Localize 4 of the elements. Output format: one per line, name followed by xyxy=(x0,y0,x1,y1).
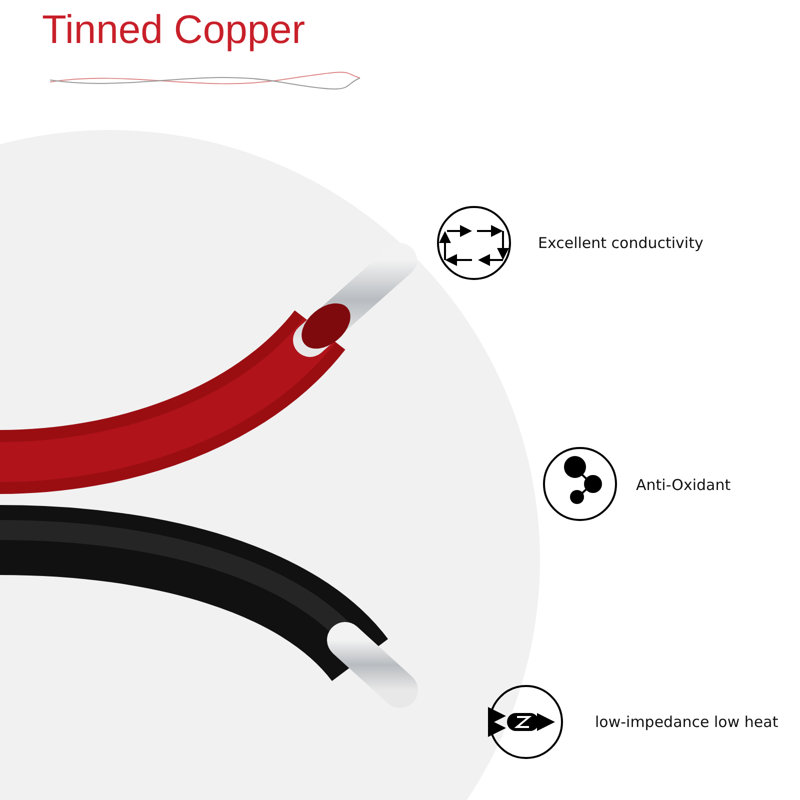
feature-text: low-impedance low heat xyxy=(595,713,778,731)
title: Tinned Copper xyxy=(42,8,306,53)
feature-text: Excellent conductivity xyxy=(538,234,704,252)
feature-text: Anti-Oxidant xyxy=(636,476,731,494)
